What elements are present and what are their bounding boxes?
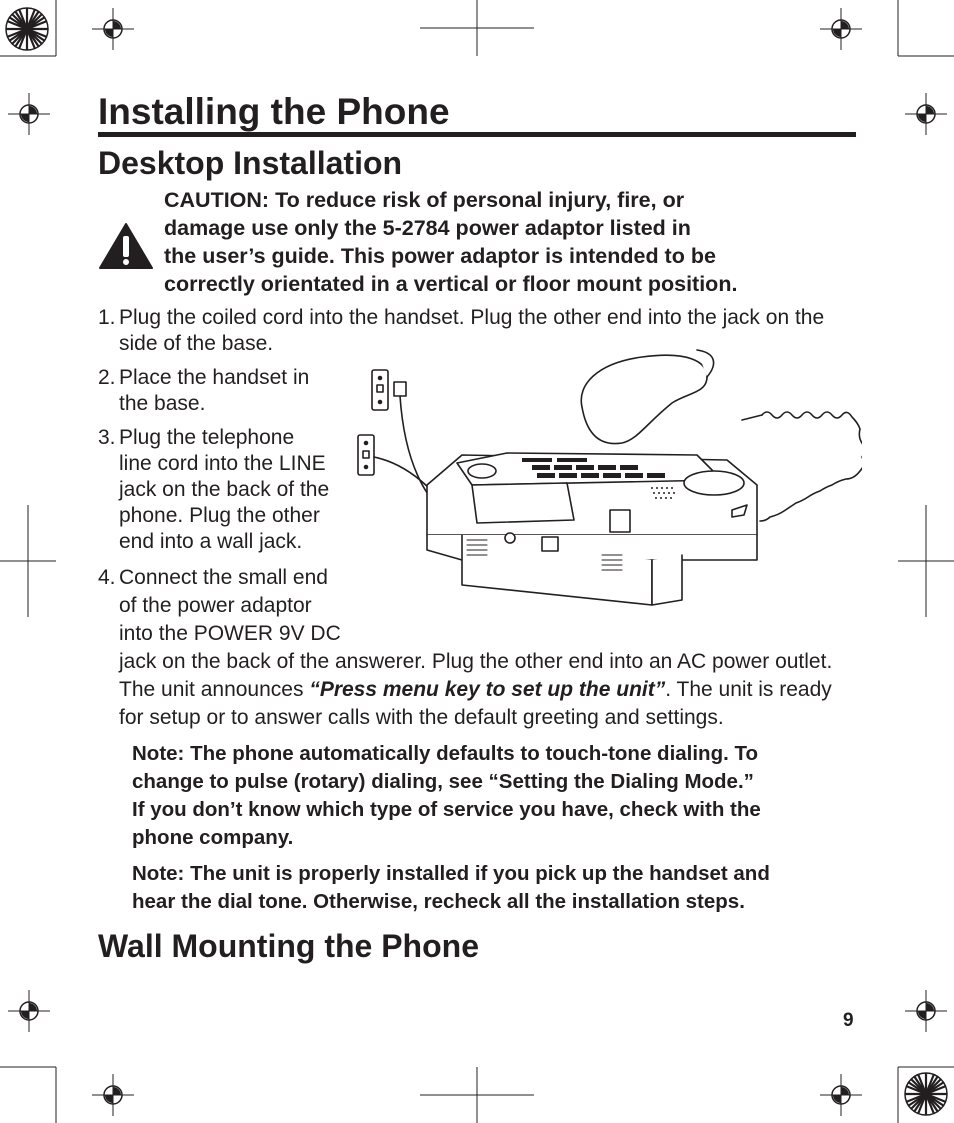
step-number: 4. [98, 566, 116, 589]
registration-mark-icon [92, 8, 134, 50]
step-number: 1. [98, 306, 116, 329]
note-line: Note: The unit is properly installed if … [132, 862, 770, 885]
caution-line: correctly orientated in a vertical or fl… [164, 272, 738, 296]
note-line: phone company. [132, 826, 294, 849]
step-line: line cord into the LINE [119, 452, 326, 475]
step-line: the base. [119, 392, 206, 415]
step-number: 2. [98, 366, 116, 389]
registration-mark-icon [8, 93, 50, 135]
section-heading-desktop: Desktop Installation [98, 145, 403, 181]
step-text: . The unit is ready [665, 678, 832, 701]
step-line: The unit announces “Press menu key to se… [119, 676, 849, 704]
step-text: The unit announces [119, 678, 310, 701]
page-number: 9 [843, 1010, 854, 1031]
step-number: 3. [98, 426, 116, 449]
warning-triangle-icon [99, 223, 153, 269]
voice-announcement: “Press menu key to set up the unit” [309, 678, 666, 701]
step-line: jack on the back of the [119, 478, 330, 501]
registration-mark-icon [820, 1074, 862, 1116]
step-line: Plug the coiled cord into the handset. P… [119, 306, 825, 329]
section-heading-wall-mounting: Wall Mounting the Phone [98, 928, 479, 964]
step-line: for setup or to answer calls with the de… [119, 706, 724, 729]
registration-mark-icon [820, 8, 862, 50]
registration-mark-icon [905, 93, 947, 135]
step-line: phone. Plug the other [119, 504, 320, 527]
step-line: jack on the back of the answerer. Plug t… [119, 650, 833, 673]
note-line: If you don’t know which type of service … [132, 798, 761, 821]
note-line: hear the dial tone. Otherwise, recheck a… [132, 890, 745, 913]
note-installation-check: Note: The unit is properly installed if … [132, 860, 832, 916]
step-line: side of the base. [119, 332, 274, 355]
phone-installation-illustration [357, 349, 862, 606]
step-4: 4. Connect the small end of the power ad… [98, 564, 848, 734]
caution-line: the user’s guide. This power adaptor is … [164, 244, 716, 268]
step-line: Plug the telephone [119, 426, 295, 449]
starburst-calibration-icon [904, 1072, 948, 1116]
registration-mark-icon [92, 1074, 134, 1116]
step-line: into the POWER 9V DC [119, 622, 341, 645]
step-line: of the power adaptor [119, 594, 312, 617]
step-3: 3. Plug the telephone line cord into the… [98, 425, 338, 555]
step-1: 1. Plug the coiled cord into the handset… [98, 305, 838, 357]
caution-notice: CAUTION: To reduce risk of personal inju… [164, 186, 824, 298]
note-dialing-mode: Note: The phone automatically defaults t… [132, 740, 832, 852]
step-line: Connect the small end [119, 566, 328, 589]
starburst-calibration-icon [5, 7, 49, 51]
page-title: Installing the Phone [98, 92, 856, 137]
registration-mark-icon [8, 990, 50, 1032]
caution-line: damage use only the 5-2784 power adaptor… [164, 216, 691, 240]
caution-line: CAUTION: To reduce risk of personal inju… [164, 188, 685, 212]
step-2: 2. Place the handset in the base. [98, 365, 338, 417]
step-line: end into a wall jack. [119, 530, 303, 553]
note-line: Note: The phone automatically defaults t… [132, 742, 759, 765]
step-line: Place the handset in [119, 366, 310, 389]
note-line: change to pulse (rotary) dialing, see “S… [132, 770, 754, 793]
registration-mark-icon [905, 990, 947, 1032]
